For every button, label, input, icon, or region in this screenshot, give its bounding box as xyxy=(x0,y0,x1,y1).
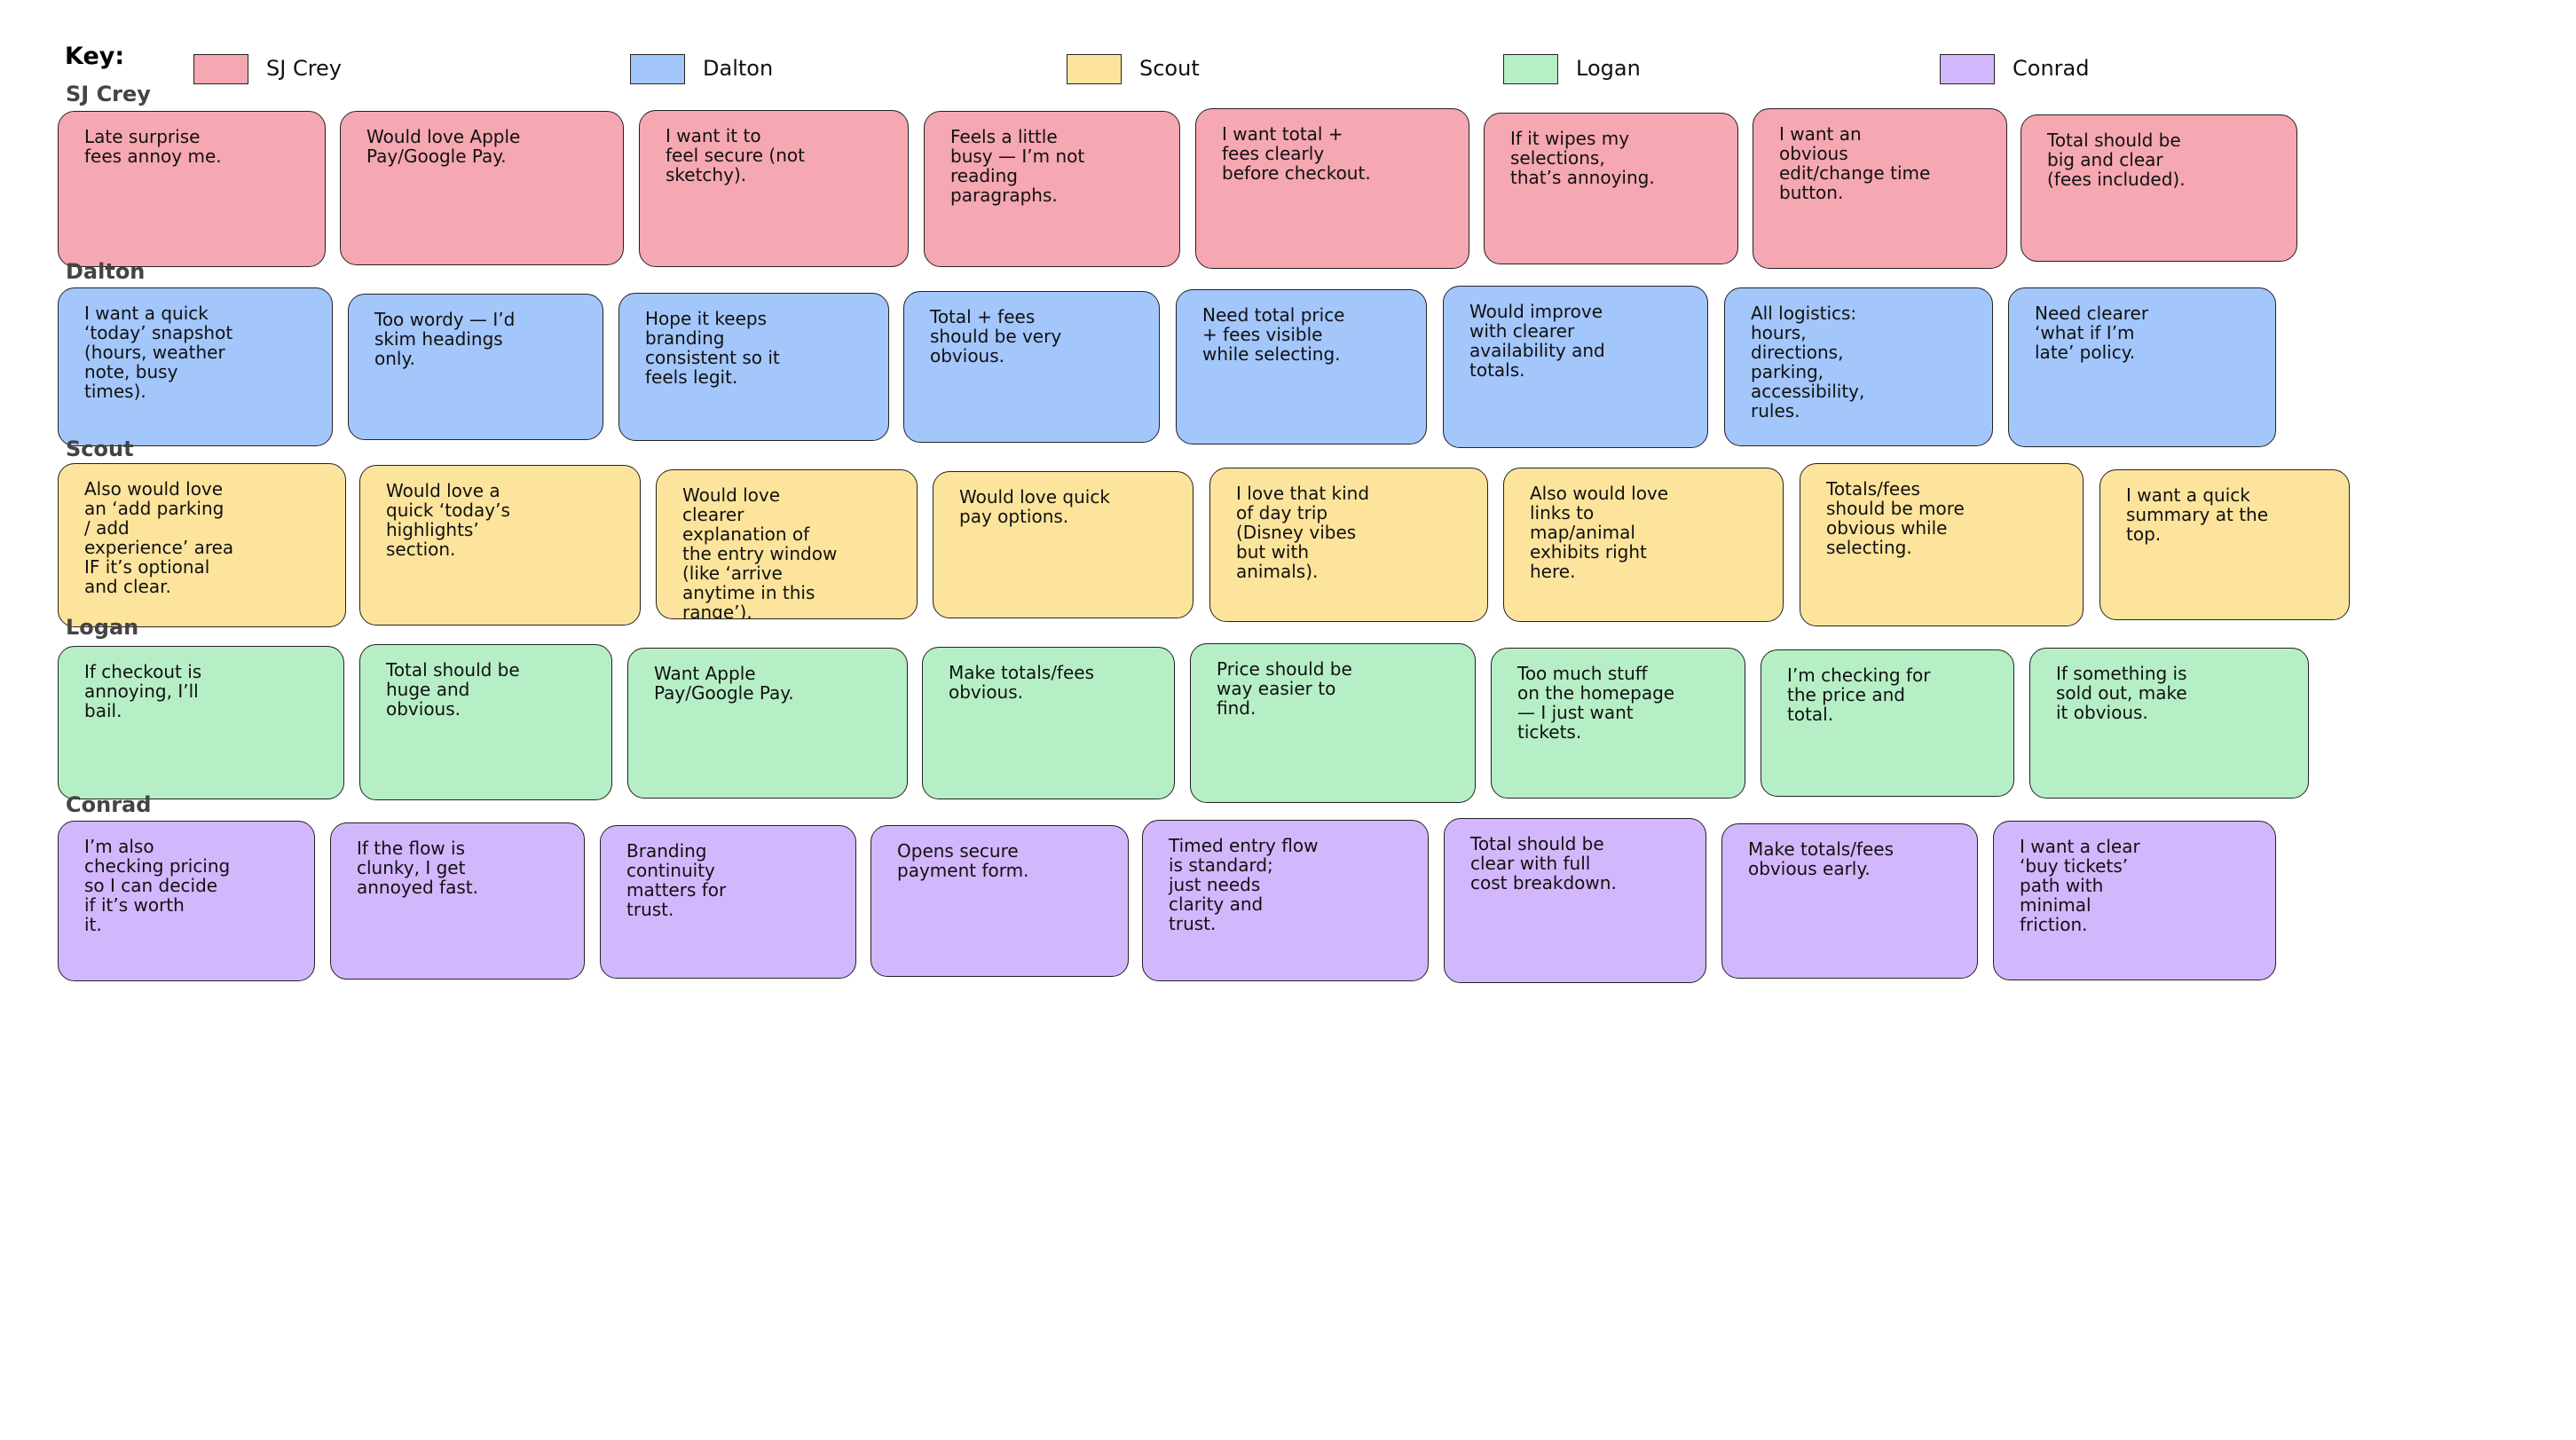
sticky-note[interactable]: Feels a little busy — I’m not reading pa… xyxy=(924,111,1180,267)
sticky-note[interactable]: Branding continuity matters for trust. xyxy=(600,825,856,979)
sticky-note[interactable]: I want a quick summary at the top. xyxy=(2099,469,2350,620)
key-title: Key: xyxy=(65,43,125,70)
sticky-note[interactable]: Make totals/fees obvious. xyxy=(922,647,1175,799)
sticky-note[interactable]: If the flow is clunky, I get annoyed fas… xyxy=(330,822,585,980)
legend-swatch xyxy=(1940,54,1995,84)
row-label: Conrad xyxy=(66,792,152,817)
sticky-note[interactable]: Total should be clear with full cost bre… xyxy=(1444,818,1706,983)
legend-label: Conrad xyxy=(2013,56,2090,81)
sticky-note[interactable]: Need clearer ‘what if I’m late’ policy. xyxy=(2008,287,2276,447)
legend-label: Scout xyxy=(1139,56,1200,81)
sticky-note[interactable]: I’m also checking pricing so I can decid… xyxy=(58,821,315,981)
sticky-note[interactable]: I love that kind of day trip (Disney vib… xyxy=(1209,468,1488,622)
sticky-note[interactable]: I’m checking for the price and total. xyxy=(1761,649,2014,797)
row-label: Scout xyxy=(66,437,134,461)
sticky-note[interactable]: Too much stuff on the homepage — I just … xyxy=(1491,648,1745,799)
sticky-note[interactable]: Late surprise fees annoy me. xyxy=(58,111,326,267)
sticky-note[interactable]: Would love quick pay options. xyxy=(933,471,1193,618)
sticky-note[interactable]: If it wipes my selections, that’s annoyi… xyxy=(1484,113,1738,264)
sticky-note[interactable]: Total should be huge and obvious. xyxy=(359,644,612,800)
sticky-note[interactable]: I want an obvious edit/change time butto… xyxy=(1753,108,2007,269)
row-label: Logan xyxy=(66,615,139,640)
sticky-note[interactable]: I want total + fees clearly before check… xyxy=(1195,108,1469,269)
sticky-note[interactable]: Also would love links to map/animal exhi… xyxy=(1503,468,1784,622)
sticky-note[interactable]: All logistics: hours, directions, parkin… xyxy=(1724,287,1993,446)
sticky-note[interactable]: Make totals/fees obvious early. xyxy=(1721,823,1978,979)
row-label: SJ Crey xyxy=(66,82,151,106)
sticky-note[interactable]: Total + fees should be very obvious. xyxy=(903,291,1160,443)
sticky-note[interactable]: If something is sold out, make it obviou… xyxy=(2029,648,2309,799)
legend-label: Logan xyxy=(1576,56,1641,81)
sticky-note[interactable]: Opens secure payment form. xyxy=(870,825,1129,977)
sticky-note[interactable]: I want a clear ‘buy tickets’ path with m… xyxy=(1993,821,2276,980)
sticky-note[interactable]: Want Apple Pay/Google Pay. xyxy=(627,648,908,799)
sticky-note[interactable]: Would love clearer explanation of the en… xyxy=(656,469,918,619)
sticky-note[interactable]: I want a quick ‘today’ snapshot (hours, … xyxy=(58,287,333,446)
sticky-note[interactable]: Also would love an ‘add parking / add ex… xyxy=(58,463,346,627)
legend-label: SJ Crey xyxy=(266,56,343,81)
legend-swatch xyxy=(193,54,248,84)
legend-swatch xyxy=(630,54,685,84)
legend-label: Dalton xyxy=(703,56,774,81)
sticky-note[interactable]: Too wordy — I’d skim headings only. xyxy=(348,294,603,440)
sticky-note[interactable]: Need total price + fees visible while se… xyxy=(1176,289,1427,445)
sticky-note[interactable]: Would improve with clearer availability … xyxy=(1443,286,1708,448)
sticky-note[interactable]: Total should be big and clear (fees incl… xyxy=(2021,114,2297,262)
sticky-note[interactable]: Timed entry flow is standard; just needs… xyxy=(1142,820,1429,981)
sticky-note[interactable]: Would love Apple Pay/Google Pay. xyxy=(340,111,624,265)
sticky-note[interactable]: Would love a quick ‘today’s highlights’ … xyxy=(359,465,641,626)
sticky-note[interactable]: Hope it keeps branding consistent so it … xyxy=(618,293,889,441)
row-label: Dalton xyxy=(66,259,146,284)
sticky-note[interactable]: I want it to feel secure (not sketchy). xyxy=(639,110,909,267)
sticky-note[interactable]: Price should be way easier to find. xyxy=(1190,643,1476,803)
sticky-note[interactable]: If checkout is annoying, I’ll bail. xyxy=(58,646,344,799)
sticky-note[interactable]: Totals/fees should be more obvious while… xyxy=(1800,463,2084,626)
legend-swatch xyxy=(1503,54,1558,84)
legend-swatch xyxy=(1067,54,1122,84)
